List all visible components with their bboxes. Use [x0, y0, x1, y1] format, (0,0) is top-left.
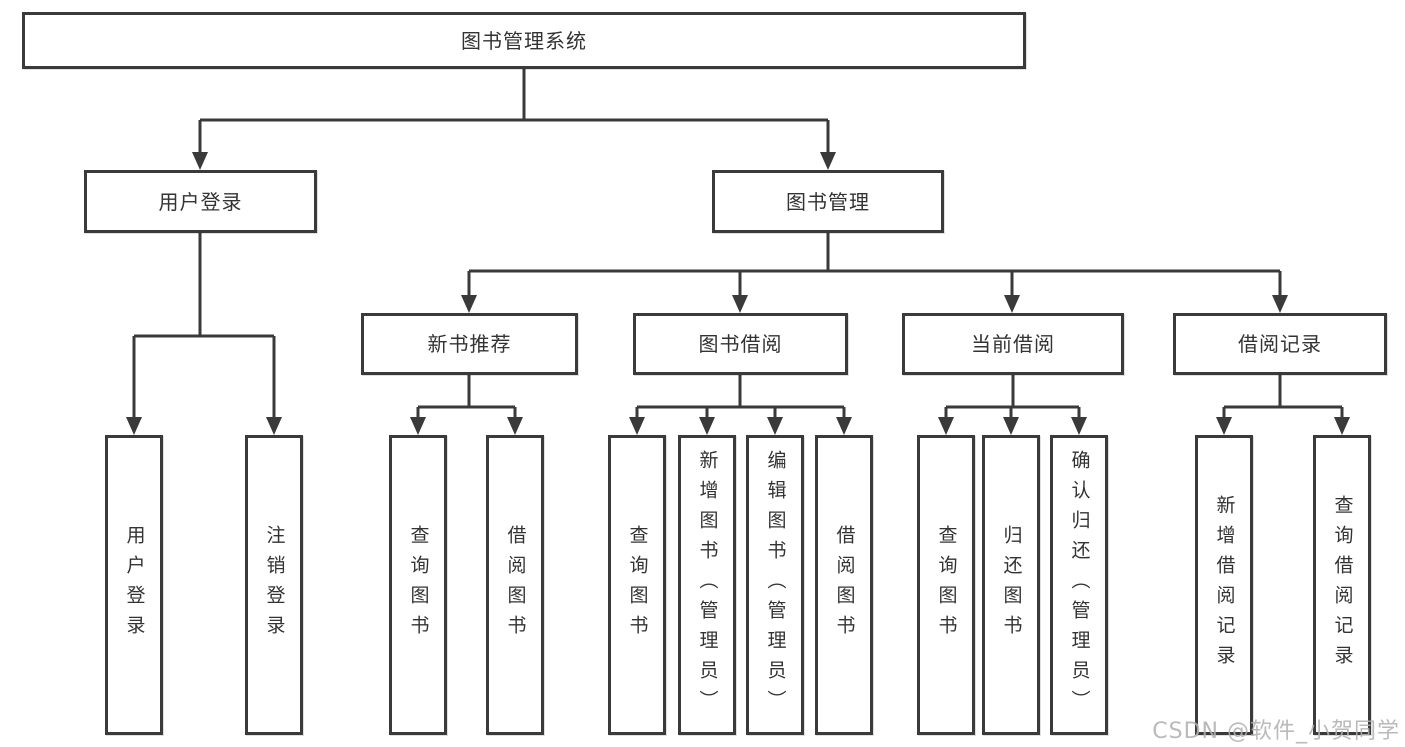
node-user-login-label: 用户登录 — [158, 189, 243, 214]
node-new-book-recommend-label: 新书推荐 — [427, 332, 512, 356]
leaf-borrow-add-books-admin-label: 新增图书（管理员） — [696, 450, 719, 720]
node-new-book-recommend: 新书推荐 — [361, 313, 578, 375]
leaf-user-login: 用户登录 — [105, 435, 163, 735]
node-root-label: 图书管理系统 — [461, 28, 587, 53]
connector-lines — [132, 69, 1344, 419]
node-borrowing-records-label: 借阅记录 — [1238, 332, 1322, 356]
node-book-management-label: 图书管理 — [786, 189, 870, 214]
node-root-system: 图书管理系统 — [22, 12, 1026, 69]
leaf-logout-label: 注销登录 — [263, 525, 286, 645]
node-book-borrowing: 图书借阅 — [633, 313, 848, 375]
leaf-borrow-add-books-admin: 新增图书（管理员） — [678, 435, 736, 735]
leaf-newbook-borrow-books-label: 借阅图书 — [504, 525, 527, 645]
leaf-borrow-borrow-books-label: 借阅图书 — [833, 525, 856, 645]
leaf-user-login-label: 用户登录 — [123, 525, 146, 645]
leaf-current-return-books: 归还图书 — [982, 435, 1040, 735]
leaf-borrow-edit-books-admin-label: 编辑图书（管理员） — [764, 450, 787, 720]
leaf-newbook-borrow-books: 借阅图书 — [486, 435, 544, 735]
leaf-newbook-query-books: 查询图书 — [389, 435, 447, 735]
leaf-borrow-borrow-books: 借阅图书 — [815, 435, 873, 735]
leaf-newbook-query-books-label: 查询图书 — [407, 525, 430, 645]
node-borrowing-records: 借阅记录 — [1173, 313, 1387, 375]
leaf-logout: 注销登录 — [245, 435, 303, 735]
node-user-login: 用户登录 — [84, 170, 317, 233]
leaf-current-return-books-label: 归还图书 — [1000, 525, 1023, 645]
leaf-borrow-edit-books-admin: 编辑图书（管理员） — [746, 435, 804, 735]
node-book-management: 图书管理 — [712, 170, 944, 233]
leaf-records-add-record: 新增借阅记录 — [1195, 435, 1253, 735]
leaf-current-query-books-label: 查询图书 — [935, 525, 958, 645]
leaf-records-query-record-label: 查询借阅记录 — [1331, 495, 1354, 675]
leaf-borrow-query-books-label: 查询图书 — [626, 525, 649, 645]
leaf-current-confirm-return-admin-label: 确认归还（管理员） — [1068, 450, 1091, 720]
leaf-records-add-record-label: 新增借阅记录 — [1213, 495, 1236, 675]
leaf-current-query-books: 查询图书 — [917, 435, 975, 735]
leaf-records-query-record: 查询借阅记录 — [1313, 435, 1371, 735]
node-current-borrowing-label: 当前借阅 — [971, 332, 1055, 356]
node-current-borrowing: 当前借阅 — [902, 313, 1124, 375]
node-book-borrowing-label: 图书借阅 — [698, 332, 783, 356]
leaf-current-confirm-return-admin: 确认归还（管理员） — [1050, 435, 1108, 735]
leaf-borrow-query-books: 查询图书 — [608, 435, 666, 735]
